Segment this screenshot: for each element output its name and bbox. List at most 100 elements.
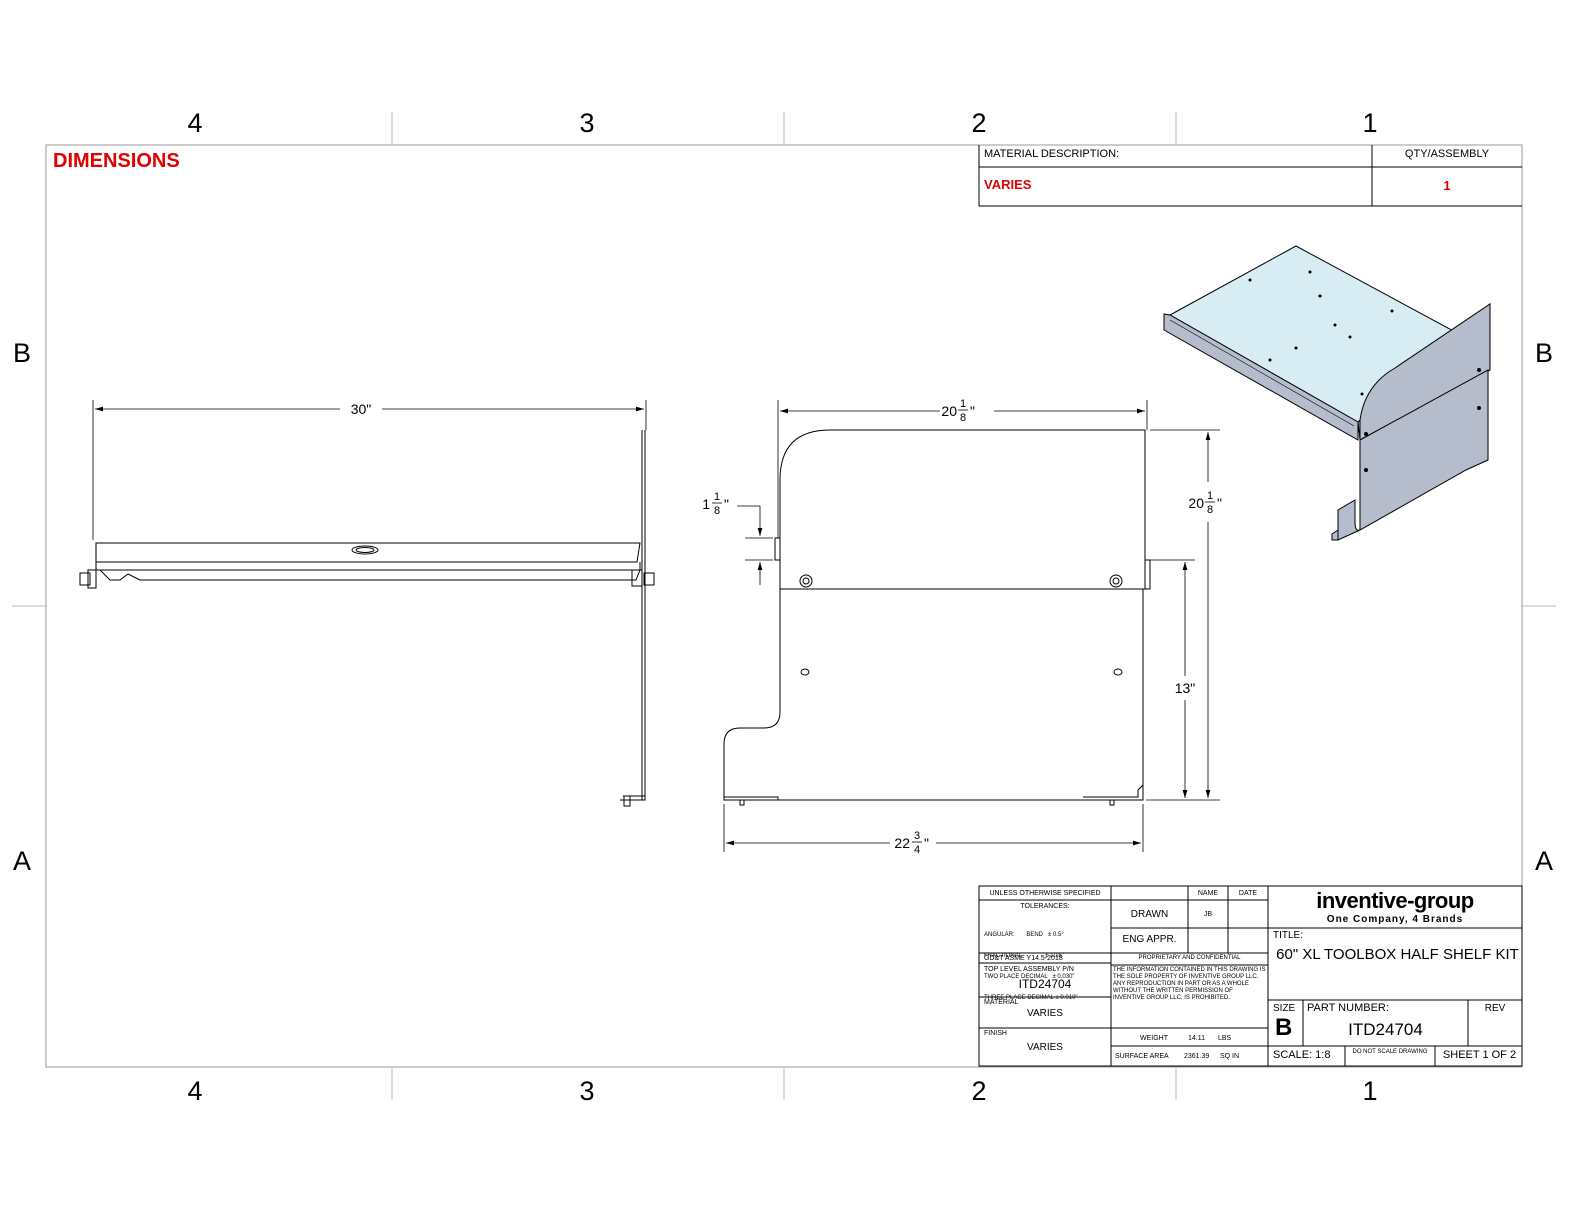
size-label: SIZE — [1273, 1003, 1296, 1014]
qty-value: 1 — [1443, 178, 1451, 193]
company-tagline: One Company, 4 Brands — [1326, 914, 1464, 925]
date-header: DATE — [1238, 890, 1258, 897]
height-den: 8 — [1207, 504, 1213, 516]
top-width-num: 1 — [960, 398, 966, 410]
front-knob-right-nut — [643, 572, 655, 586]
side-bolt-right — [1109, 574, 1123, 588]
side-slot-left — [800, 668, 810, 676]
front-handle — [351, 545, 379, 555]
bottom-den: 4 — [914, 844, 920, 856]
side-foot-right — [1109, 799, 1115, 806]
flange-den: 8 — [714, 505, 720, 517]
bottom-whole: 22 — [894, 835, 910, 851]
side-flange-right — [1145, 559, 1151, 590]
finish-label: FINISH — [984, 1030, 1007, 1037]
zone-col-4-top: 4 — [187, 108, 203, 138]
material-desc-value: VARIES — [984, 177, 1032, 192]
title-block-frame — [978, 885, 1523, 1067]
front-shelf-bottom — [99, 569, 641, 581]
tol-three-place: THREE PLACE DECIMAL ± 0.010" — [984, 995, 1078, 1001]
side-upper-panel — [779, 429, 1146, 590]
part-number-value: ITD24704 — [1348, 1020, 1423, 1039]
front-shelf-lip — [95, 562, 641, 571]
unless-specified: UNLESS OTHERWISE SPECIFIED — [989, 890, 1101, 897]
flange-num: 1 — [714, 491, 720, 503]
size-value: B — [1275, 1014, 1293, 1041]
front-handle-inner — [355, 547, 375, 553]
zone-col-1-top: 1 — [1362, 108, 1378, 138]
qty-header: QTY/ASSEMBLY — [1404, 148, 1490, 160]
gdt-standard: GD&T ASME Y14.5-2018 — [984, 955, 1063, 962]
iso-shelf-front-lip — [1163, 313, 1359, 441]
material-desc-header: MATERIAL DESCRIPTION: — [984, 148, 1120, 160]
side-bolt-left — [799, 574, 813, 588]
zone-col-1-bottom: 1 — [1362, 1076, 1378, 1106]
zone-row-a-right: A — [1534, 846, 1553, 876]
side-foot-left — [739, 799, 745, 806]
drawn-name: JB — [1203, 911, 1213, 918]
drawing-title: 60" XL TOOLBOX HALF SHELF KIT — [1276, 946, 1519, 963]
side-lower-panel — [723, 589, 1144, 801]
zone-row-a-left: A — [12, 846, 31, 876]
surface-area-label: SURFACE AREA — [1115, 1053, 1169, 1060]
height-whole: 20 — [1188, 495, 1204, 511]
weight-unit: LBS — [1218, 1035, 1232, 1042]
top-width-whole: 20 — [941, 403, 957, 419]
eng-approval-label: ENG APPR. — [1122, 934, 1177, 945]
material-block-frame — [978, 145, 1522, 207]
finish-value: VARIES — [1027, 1042, 1063, 1053]
scale-value: SCALE: 1:8 — [1273, 1049, 1331, 1061]
name-header: NAME — [1197, 890, 1219, 897]
front-panel-foot-tab — [623, 795, 631, 807]
sheet-number: SHEET 1 OF 2 — [1442, 1049, 1517, 1061]
front-view — [79, 400, 655, 807]
zone-col-2-bottom: 2 — [971, 1076, 987, 1106]
zone-row-b-right: B — [1534, 338, 1553, 368]
tolerances-label: TOLERANCES: — [1020, 903, 1070, 910]
proprietary-text: THE INFORMATION CONTAINED IN THIS DRAWIN… — [1113, 967, 1266, 1001]
weight-value: 14.11 — [1188, 1035, 1205, 1042]
tol-two-place: TWO PLACE DECIMAL ± 0.030" — [984, 974, 1075, 980]
top-width-den: 8 — [960, 412, 966, 424]
height-num: 1 — [1207, 490, 1213, 502]
side-flange — [774, 537, 781, 561]
material-label: MATERIAL — [984, 999, 1019, 1006]
isometric-view — [1163, 245, 1491, 541]
side-dim-labels: 20 1 8 " 1 1 8 " 20 1 8 " 13" 22 3 4 " — [702, 398, 1222, 856]
proprietary-heading: PROPRIETARY AND CONFIDENTIAL — [1138, 955, 1241, 961]
zone-row-b-left: B — [12, 338, 31, 368]
zone-col-3-top: 3 — [579, 108, 595, 138]
front-shelf-face — [95, 542, 641, 563]
tol-angular: ANGULAR: BEND ± 0.5° — [984, 932, 1064, 938]
company-logo: inventive-group — [1316, 888, 1474, 913]
front-panel-foot — [620, 795, 646, 801]
rev-label: REV — [1484, 1003, 1506, 1014]
svg-text:": " — [924, 835, 929, 851]
zone-col-3-bottom: 3 — [579, 1076, 595, 1106]
drawn-label: DRAWN — [1130, 909, 1169, 920]
svg-text:": " — [970, 403, 975, 419]
top-level-label: TOP LEVEL ASSEMBLY P/N — [984, 966, 1074, 973]
svg-text:": " — [1217, 495, 1222, 511]
front-knob-left-nut — [87, 569, 97, 589]
zone-col-2-top: 2 — [971, 108, 987, 138]
bottom-num: 3 — [914, 830, 920, 842]
tol-fractional: FRACTIONAL ± 1/16" — [984, 953, 1064, 959]
surface-area-unit: SQ IN — [1220, 1053, 1240, 1060]
zone-col-4-bottom: 4 — [187, 1076, 203, 1106]
side-view — [723, 400, 1220, 852]
flange-whole: 1 — [702, 496, 710, 512]
tolerance-lines: ANGULAR: BEND ± 0.5° FRACTIONAL ± 1/16" … — [984, 918, 1078, 1016]
surface-area-value: 2361.39 — [1184, 1053, 1210, 1060]
do-not-scale: DO NOT SCALE DRAWING — [1352, 1049, 1428, 1055]
lower-height-label: 13" — [1175, 680, 1196, 696]
front-knob-left — [79, 572, 91, 586]
iso-lower-panel — [1337, 369, 1489, 541]
part-number-label: PART NUMBER: — [1307, 1002, 1389, 1014]
front-width-label: 30" — [351, 401, 372, 417]
dimensions-heading: DIMENSIONS — [53, 150, 180, 172]
top-level-value: ITD24704 — [1018, 977, 1072, 991]
material-value: VARIES — [1027, 1008, 1063, 1019]
